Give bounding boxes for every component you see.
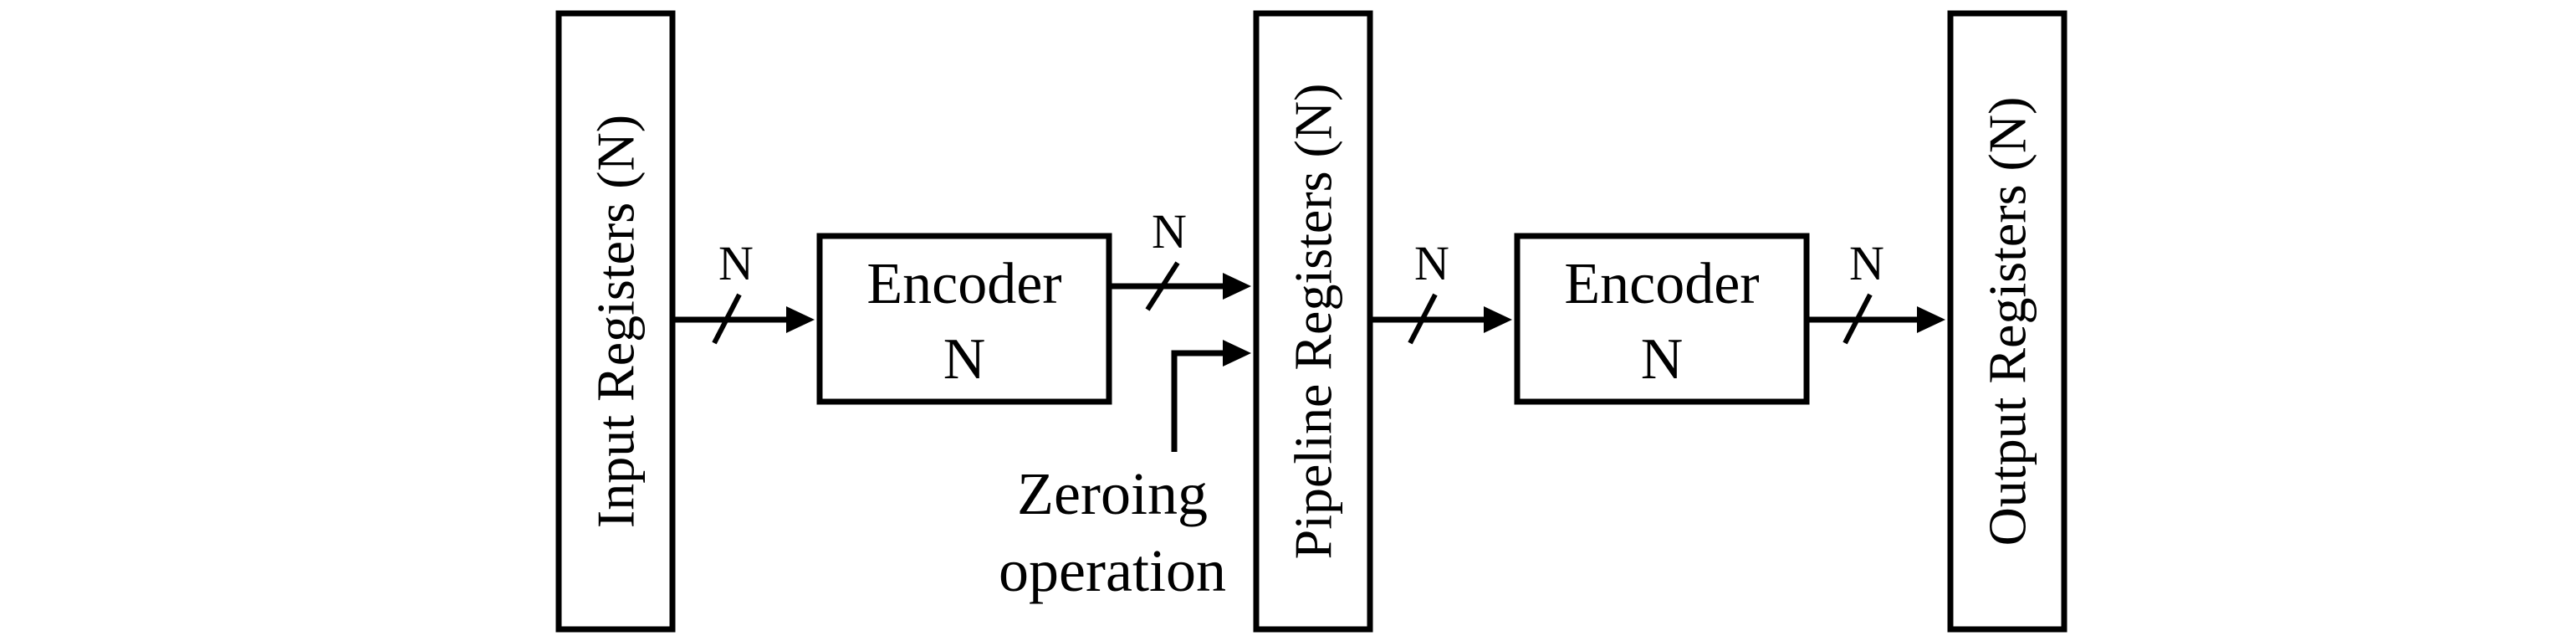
output-registers-block: Output Registers (N) bbox=[1947, 10, 2067, 633]
bus-width-label: N bbox=[718, 236, 754, 290]
output-registers-label: Output Registers (N) bbox=[1978, 97, 2037, 546]
encoder-title: Encoder bbox=[866, 252, 1061, 316]
bus-width-label: N bbox=[1152, 204, 1187, 259]
pipeline-registers-label: Pipeline Registers (N) bbox=[1284, 84, 1343, 560]
bus-input-to-encoder1: N bbox=[672, 236, 815, 345]
bus-encoder2-to-output: N bbox=[1807, 236, 1945, 345]
encoder-block-1: Encoder N bbox=[816, 233, 1112, 405]
input-registers-block: Input Registers (N) bbox=[555, 10, 676, 633]
zeroing-operation-input: Zeroing operation bbox=[999, 340, 1251, 604]
bus-pipeline-to-encoder2: N bbox=[1370, 236, 1512, 345]
bus-width-slash bbox=[1843, 293, 1873, 345]
encoder-block-2: Encoder N bbox=[1514, 233, 1810, 405]
bus-width-slash bbox=[712, 293, 742, 345]
zeroing-label-line2: operation bbox=[999, 537, 1226, 604]
bus-width-slash bbox=[1145, 261, 1180, 311]
bus-width-label: N bbox=[1414, 236, 1449, 290]
bus-width-label: N bbox=[1849, 236, 1884, 290]
arrowhead-icon bbox=[786, 306, 815, 333]
bus-width-slash bbox=[1408, 293, 1438, 345]
arrowhead-icon bbox=[1484, 306, 1512, 333]
encoder-title: Encoder bbox=[1564, 252, 1759, 316]
arrowhead-icon bbox=[1223, 273, 1251, 300]
bus-encoder1-to-pipeline: N bbox=[1109, 204, 1251, 311]
arrowhead-icon bbox=[1223, 340, 1251, 367]
arrowhead-icon bbox=[1917, 306, 1945, 333]
encoder-width: N bbox=[1641, 327, 1684, 392]
pipeline-registers-block: Pipeline Registers (N) bbox=[1253, 10, 1373, 633]
input-registers-label: Input Registers (N) bbox=[586, 115, 646, 528]
zeroing-label-line1: Zeroing bbox=[1017, 460, 1208, 527]
encoder-width: N bbox=[943, 327, 986, 392]
